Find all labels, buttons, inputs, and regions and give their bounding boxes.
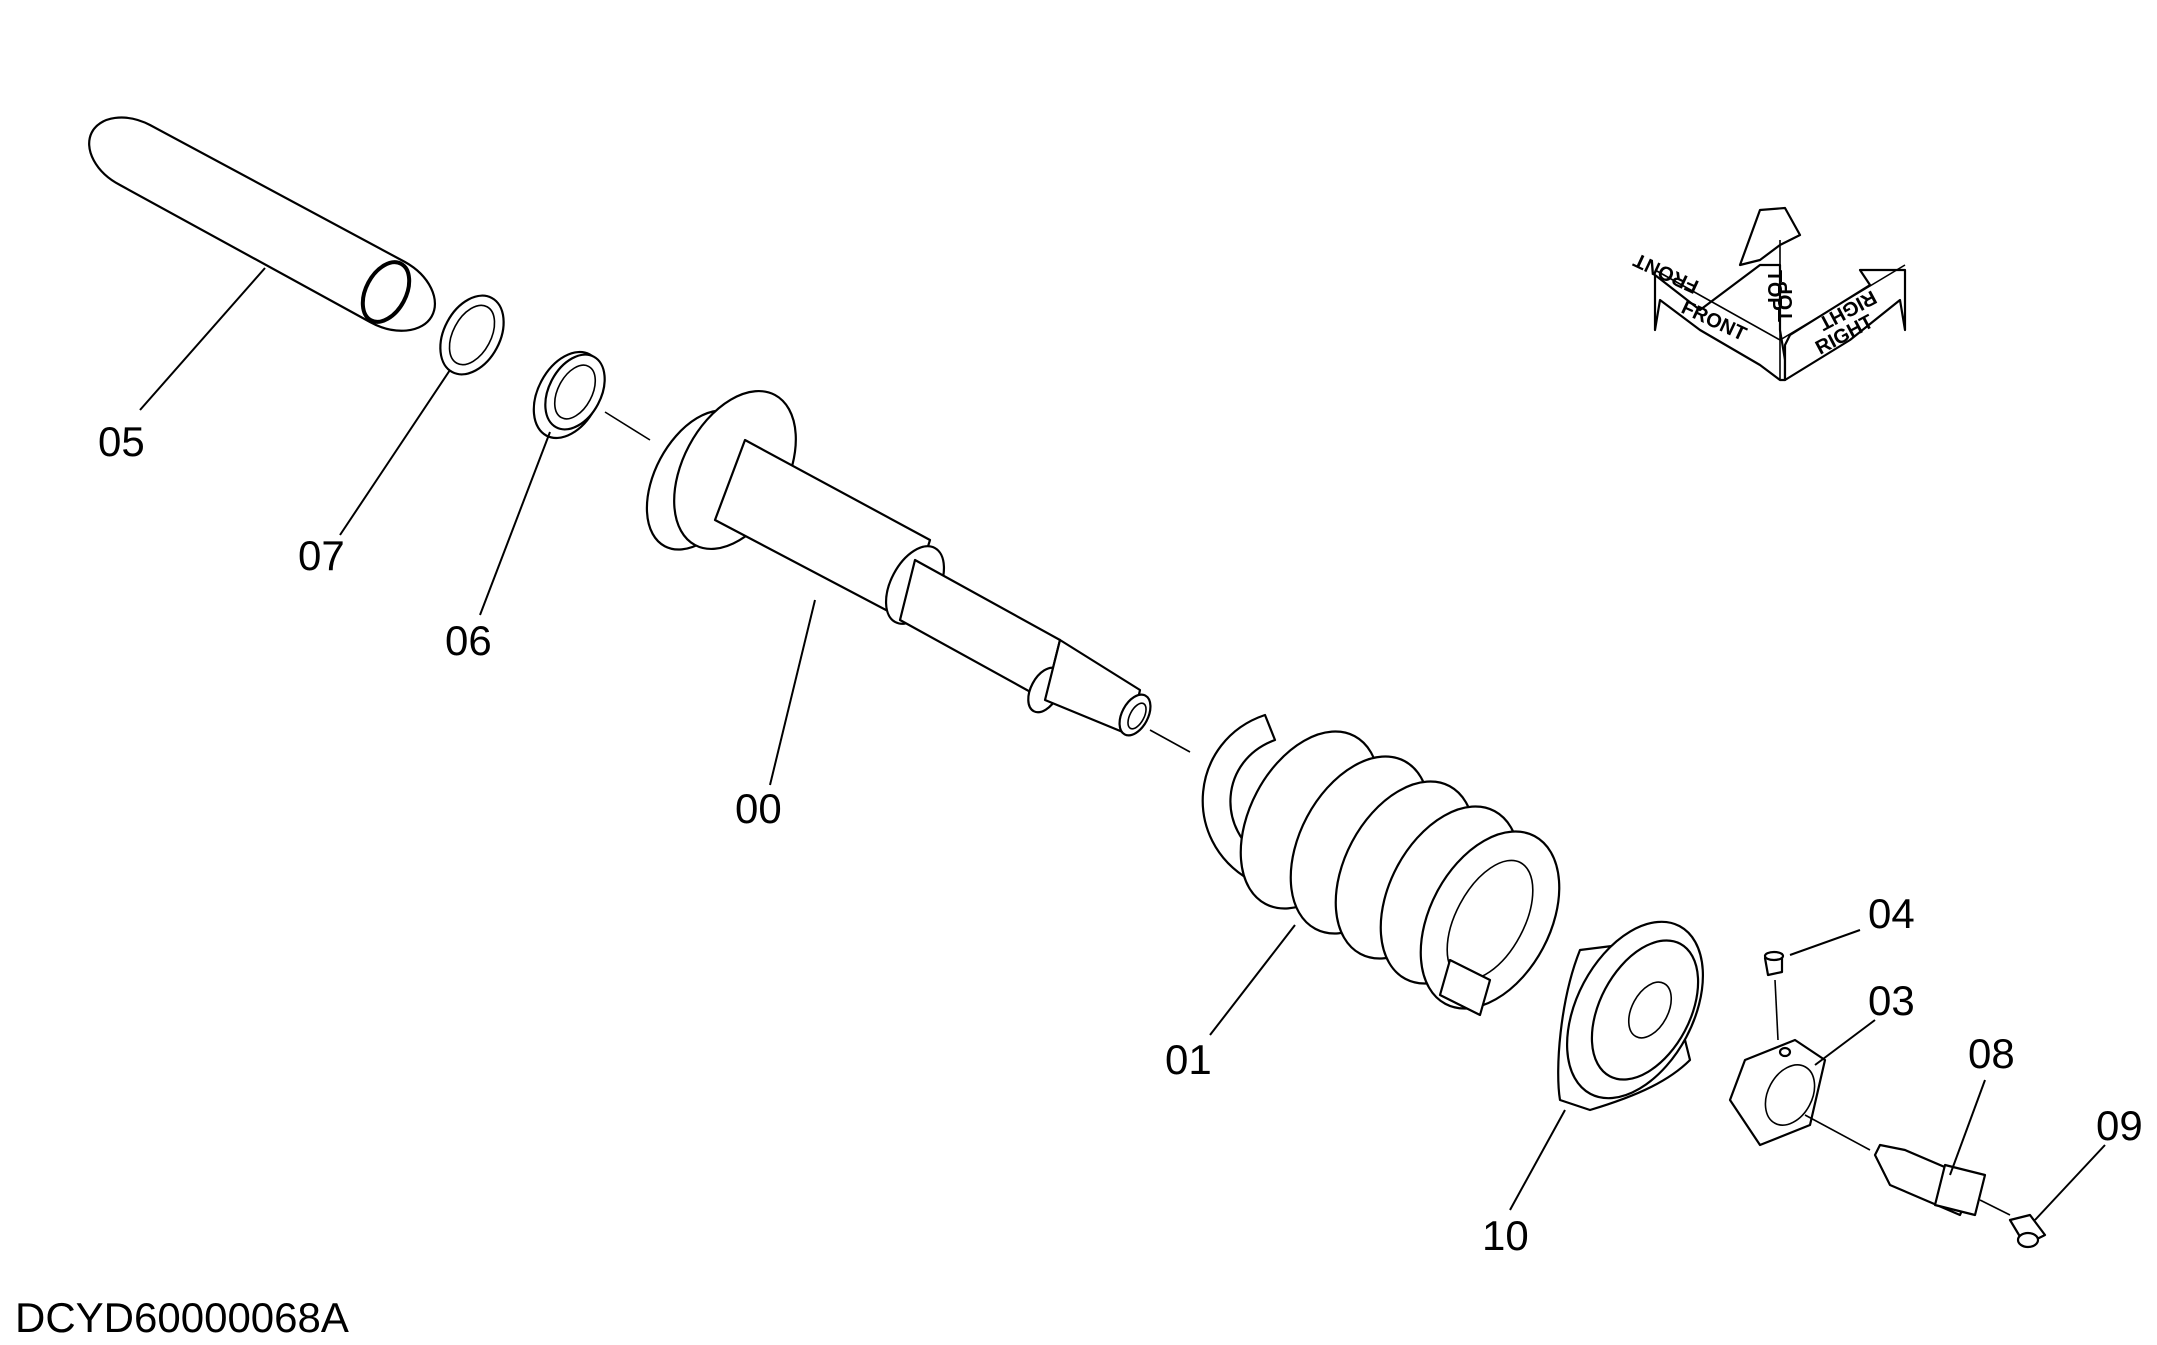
orientation-top-mirror: TOP	[1775, 281, 1797, 322]
part-06-seal	[479, 350, 651, 616]
part-09-fitting	[2008, 1144, 2106, 1249]
part-03-nut	[1728, 1019, 1876, 1151]
label-09: 09	[2096, 1102, 2143, 1149]
label-07: 07	[298, 532, 345, 579]
label-08: 08	[1968, 1030, 2015, 1077]
label-10: 10	[1482, 1212, 1529, 1259]
orientation-top-label: TOP	[1763, 270, 1785, 311]
part-00-rod	[645, 389, 1191, 786]
label-05: 05	[98, 418, 145, 465]
diagram-code: DCYD60000068A	[15, 1294, 349, 1341]
part-05-pin	[88, 116, 437, 411]
label-01: 01	[1165, 1036, 1212, 1083]
part-08-valve	[1873, 1079, 2011, 1217]
part-07-ring	[339, 294, 505, 536]
part-10-bracket	[1509, 920, 1705, 1211]
part-01-spring	[1201, 713, 1561, 1036]
label-03: 03	[1868, 977, 1915, 1024]
label-06: 06	[445, 617, 492, 664]
label-04: 04	[1868, 890, 1915, 937]
label-00: 00	[735, 785, 782, 832]
part-04-plug	[1763, 929, 1861, 1041]
orientation-indicator: FRONT FRONT TOP TOP RIGHT RIGHT	[1630, 206, 1907, 382]
